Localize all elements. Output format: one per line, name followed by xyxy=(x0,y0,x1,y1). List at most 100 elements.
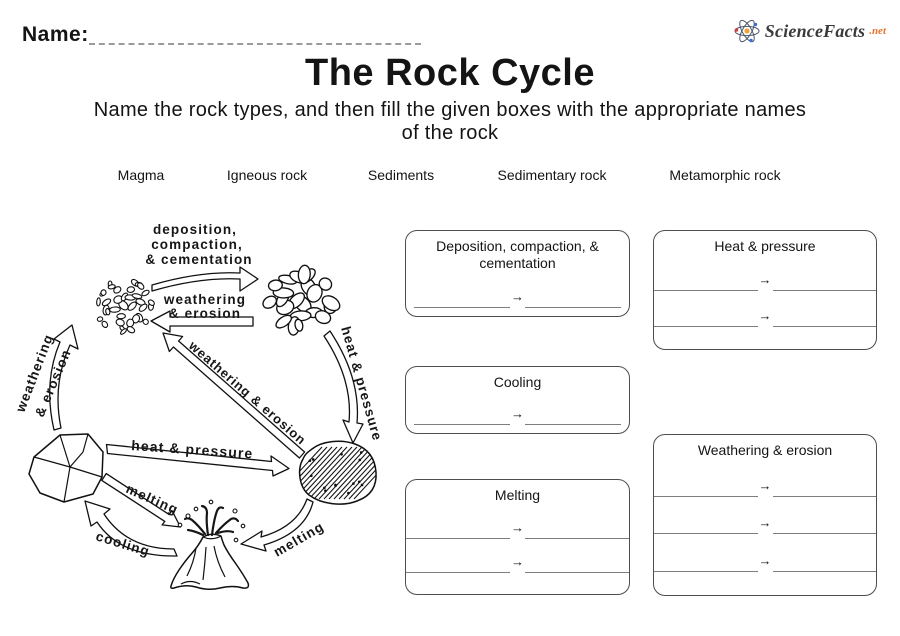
pebble xyxy=(101,298,112,307)
foliation-stripe xyxy=(348,446,377,500)
subtitle-line-1: Name the rock types, and then fill the g… xyxy=(93,99,807,121)
foliation-stripe xyxy=(299,446,328,500)
answer-row: → xyxy=(406,290,629,308)
answer-blank-left xyxy=(654,570,758,572)
answer-box-cooling: Cooling → xyxy=(405,366,630,434)
answer-blanks xyxy=(654,532,876,534)
lava-droplets xyxy=(177,499,246,543)
answer-blank-left xyxy=(654,289,758,291)
pebble xyxy=(318,277,333,291)
pebble xyxy=(141,289,150,297)
answer-blank-left xyxy=(406,537,510,539)
arrow-cooling xyxy=(84,500,178,557)
answer-row: → xyxy=(654,479,876,497)
arrow-glyph: → xyxy=(511,406,524,421)
answer-blanks xyxy=(406,423,629,425)
foliation-stripe xyxy=(353,446,377,500)
brand-logo: ScienceFacts.net xyxy=(732,16,886,46)
answer-blank-right xyxy=(525,537,629,539)
answer-blank-left xyxy=(414,423,510,425)
word-bank-item-magma: Magma xyxy=(117,167,165,183)
label-deposition-line2: compaction, xyxy=(151,237,243,252)
answer-blanks xyxy=(406,571,629,574)
igneous-rock-illustration xyxy=(28,433,104,503)
rock-cycle-diagram: deposition, compaction, & cementation we… xyxy=(12,222,385,591)
arrow-melting-right xyxy=(240,498,314,552)
volcano-magma-illustration xyxy=(170,499,250,591)
cycle-arrows xyxy=(49,266,364,557)
sedimentary-rock-illustration xyxy=(262,264,341,336)
answer-blank-left xyxy=(654,325,758,327)
answer-box-melting: Melting →→ xyxy=(405,479,630,595)
pebble xyxy=(107,284,116,290)
label-deposition-line1: deposition, xyxy=(153,222,237,237)
rock-speck xyxy=(323,486,326,490)
arrow-deposition xyxy=(151,266,259,292)
foliation-stripe xyxy=(299,446,348,500)
rock-speck xyxy=(309,474,313,478)
arrow-heat-pressure-arc xyxy=(323,330,364,444)
arrow-melting-left xyxy=(101,472,182,528)
answer-blanks xyxy=(654,289,876,291)
name-blank-line xyxy=(89,28,421,45)
answer-blank-right xyxy=(772,570,876,572)
pebble xyxy=(321,295,341,312)
arrow-glyph: → xyxy=(758,308,772,323)
foliation-stripe xyxy=(308,446,358,500)
pebble xyxy=(294,318,304,332)
answer-row: → xyxy=(654,309,876,327)
pebble xyxy=(101,320,109,329)
answer-blank-right xyxy=(525,306,621,308)
pebble xyxy=(113,286,122,294)
pebble xyxy=(105,307,111,316)
box-title: Heat & pressure xyxy=(714,238,816,254)
label-weathering-top-line2: & erosion xyxy=(169,306,241,321)
arrow-glyph: → xyxy=(511,554,524,570)
pebble xyxy=(137,282,145,290)
box-rows: →→→ xyxy=(654,459,876,595)
label-cooling: cooling xyxy=(94,529,152,560)
pebble xyxy=(275,314,293,329)
pebble xyxy=(100,289,107,296)
answer-row: → xyxy=(654,273,876,291)
foliation-stripe xyxy=(299,446,338,500)
subtitle-line-2: of the rock xyxy=(401,122,499,144)
pebble xyxy=(126,326,136,334)
sediments-illustration xyxy=(96,278,155,335)
arrow-glyph: → xyxy=(758,272,772,287)
pebble xyxy=(147,299,155,306)
foliation-stripe xyxy=(303,446,353,500)
pebble xyxy=(116,313,126,320)
word-bank-item-metamorphic: Metamorphic rock xyxy=(669,167,781,183)
answer-row: → xyxy=(406,407,629,425)
rock-speck xyxy=(347,491,350,495)
cycle-labels: deposition, compaction, & cementation we… xyxy=(12,222,385,560)
answer-blanks xyxy=(654,570,876,572)
pebble xyxy=(142,318,149,325)
answer-blanks xyxy=(406,537,629,539)
foliation-stripe xyxy=(338,446,377,500)
answer-blanks xyxy=(654,325,876,327)
box-rows: →→ xyxy=(406,504,629,594)
metamorphic-rock-illustration xyxy=(298,440,377,505)
word-bank-item-sedimentary: Sedimentary rock xyxy=(497,167,607,183)
arrow-weathering-top xyxy=(150,310,254,333)
answer-row: → xyxy=(406,521,629,539)
arrow-glyph: → xyxy=(758,477,772,493)
rock-speck xyxy=(357,480,361,484)
name-label: Name: xyxy=(22,23,89,46)
rock-speck xyxy=(340,452,343,456)
box-title: Cooling xyxy=(493,374,542,390)
box-rows: → xyxy=(406,272,629,316)
answer-blank-right xyxy=(772,495,876,497)
eruption-streams xyxy=(183,504,240,537)
rock-speck xyxy=(360,483,364,487)
foliation-stripe xyxy=(313,446,363,500)
rock-speck xyxy=(324,489,327,493)
answer-blank-right xyxy=(772,325,876,327)
box-rows: → xyxy=(406,391,629,433)
pebble xyxy=(115,318,125,327)
foliation-stripe xyxy=(323,446,373,500)
rock-speck xyxy=(334,484,337,487)
answer-blank-left xyxy=(414,306,510,308)
